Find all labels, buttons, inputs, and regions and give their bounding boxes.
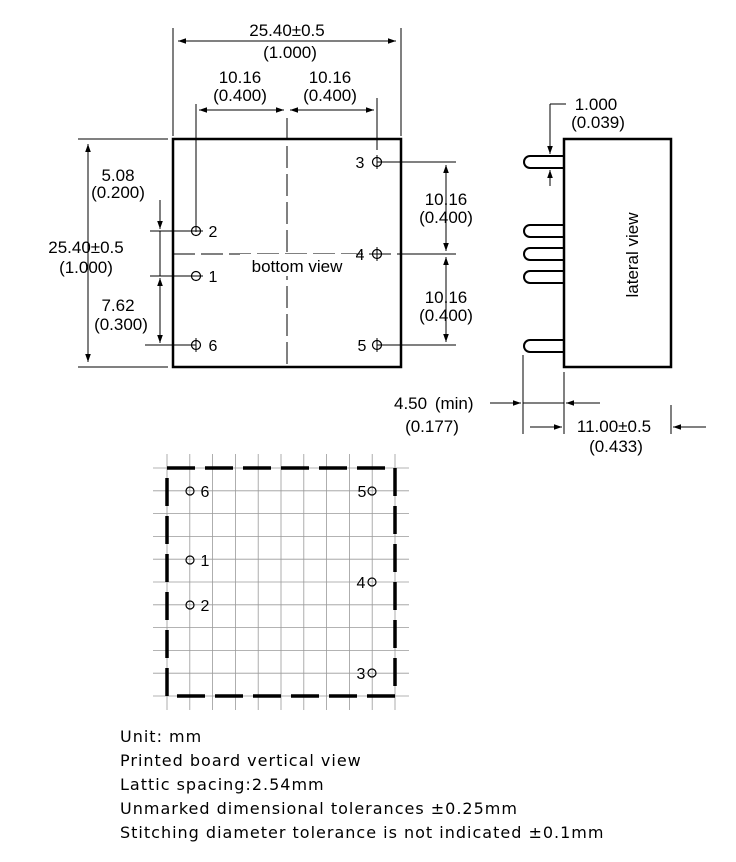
lattice-grid <box>153 454 409 710</box>
lateral-pin <box>523 224 564 238</box>
dim-half-left-inch: (0.400) <box>213 86 267 105</box>
board-pin-4: 4 <box>357 575 377 592</box>
pin-1-label: 1 <box>209 269 218 286</box>
note-diameter-tolerance: Stitching diameter tolerance is not indi… <box>120 823 605 842</box>
lateral-pin <box>523 270 564 284</box>
pin-2: 2 <box>189 224 218 241</box>
dim-pin-offset-inch: (0.200) <box>91 183 145 202</box>
bottom-view: 25.40±0.5 (1.000) 10.16 (0.400) 10.16 (0… <box>48 21 473 369</box>
dim-pin-spacing-3-4-inch: (0.400) <box>419 208 473 227</box>
dim-half-right-inch: (0.400) <box>303 86 357 105</box>
board-pin-3-label: 3 <box>357 666 366 683</box>
bottom-view-label: bottom view <box>252 257 343 276</box>
note-lattice: Lattic spacing:2.54mm <box>120 775 325 794</box>
printed-board-view: 6 5 1 4 2 3 <box>153 454 409 710</box>
lateral-view-outline <box>562 137 673 369</box>
board-pin-2-label: 2 <box>201 598 210 615</box>
note-view: Printed board vertical view <box>120 751 362 770</box>
pin-6-label: 6 <box>209 338 218 355</box>
drawing-notes: Unit: mm Printed board vertical view Lat… <box>120 726 604 846</box>
board-pin-1: 1 <box>185 553 210 570</box>
dim-pin-length-inch: (0.177) <box>405 417 459 436</box>
note-tolerance: Unmarked dimensional tolerances ±0.25mm <box>120 799 518 818</box>
board-pin-3: 3 <box>357 666 377 683</box>
dim-overall-width-label: 25.40±0.5 <box>249 21 325 40</box>
dim-overall-height-label: 25.40±0.5 <box>48 238 124 257</box>
dim-pin-diameter-label: 1.000 <box>575 95 618 114</box>
pin-6: 6 <box>190 338 218 355</box>
pin-4-label: 4 <box>356 247 365 264</box>
dim-pin-length-value: 4.50 <box>394 394 427 413</box>
pin-5: 5 <box>358 338 383 355</box>
dim-depth-inch: (0.433) <box>589 437 643 456</box>
pin-2-label: 2 <box>209 224 218 241</box>
view-label-backdrop <box>240 254 356 276</box>
dim-pin-spacing-4-5-label: 10.16 <box>425 288 468 307</box>
board-pin-1-label: 1 <box>201 553 210 570</box>
lateral-view: lateral view 1.000 (0.039) 4.50 (min) (0… <box>394 95 706 456</box>
pin-3-label: 3 <box>356 155 365 172</box>
board-pin-5: 5 <box>358 484 377 501</box>
dim-overall-height-inch: (1.000) <box>59 258 113 277</box>
dim-pin-spacing-4-5-inch: (0.400) <box>419 306 473 325</box>
dim-depth-label: 11.00±0.5 <box>577 417 651 436</box>
dim-pin-spacing-1-6-label: 7.62 <box>101 296 134 315</box>
dim-half-left-label: 10.16 <box>219 68 262 87</box>
dim-pin-length-suffix: (min) <box>435 394 474 413</box>
board-pin-6: 6 <box>185 484 210 501</box>
board-pin-5-label: 5 <box>358 484 367 501</box>
dim-half-right-label: 10.16 <box>309 68 352 87</box>
dim-pin-spacing-1-6-inch: (0.300) <box>94 315 148 334</box>
dim-pin-length-label: 4.50 (min) <box>394 394 474 413</box>
lateral-pin <box>523 247 564 261</box>
pin-3: 3 <box>356 155 383 172</box>
board-pin-6-label: 6 <box>201 484 210 501</box>
board-pin-2: 2 <box>185 598 210 615</box>
dim-pin-offset-label: 5.08 <box>101 166 134 185</box>
lateral-view-label: lateral view <box>623 212 642 298</box>
note-unit: Unit: mm <box>120 727 203 746</box>
pin-4: 4 <box>356 247 383 264</box>
pin-1: 1 <box>189 269 218 286</box>
dim-overall-width-inch: (1.000) <box>263 43 317 62</box>
board-pin-4-label: 4 <box>357 575 366 592</box>
dim-pin-spacing-3-4-label: 10.16 <box>425 190 468 209</box>
pin-5-label: 5 <box>358 338 367 355</box>
lateral-pin <box>523 339 564 353</box>
board-outline <box>165 466 397 698</box>
dim-pin-diameter-inch: (0.039) <box>571 113 625 132</box>
lateral-pin <box>523 155 564 169</box>
